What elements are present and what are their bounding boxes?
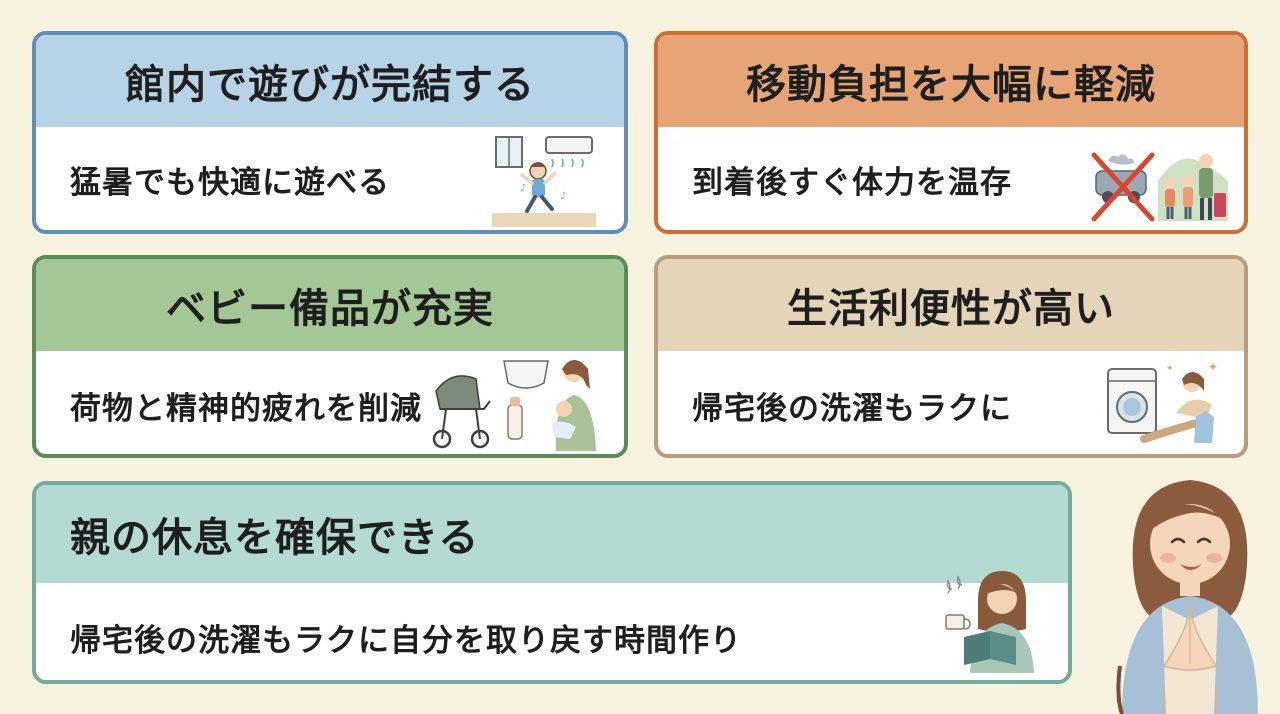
card-text: 荷物と精神的疲れを削減: [70, 391, 422, 427]
card-parent-rest: 親の休息を確保できる 帰宅後の洗濯もラクに自分を取り戻す時間作り: [32, 481, 1072, 684]
child-playing-indoors-aircon-icon: ♪ ♪: [492, 136, 596, 227]
card-text: 帰宅後の洗濯もラクに: [692, 391, 1012, 427]
baby-stroller-diaper-bottle-icon: [432, 360, 596, 451]
smiling-mother-icon: [1116, 480, 1258, 714]
card-indoor-play: 館内で遊びが完結する 猛暑でも快適に遊べる ♪ ♪: [32, 31, 628, 234]
svg-text:✦: ✦: [1208, 360, 1218, 374]
washing-machine-relax-icon: ✦ ✦: [1107, 360, 1218, 443]
svg-text:✦: ✦: [1166, 364, 1174, 374]
card-text: 到着後すぐ体力を温存: [692, 165, 1012, 201]
svg-text:♪: ♪: [560, 191, 566, 202]
card-travel-burden: 移動負担を大幅に軽減 到着後すぐ体力を温存: [654, 31, 1248, 234]
card-title: 生活利便性が高い: [658, 259, 1244, 351]
card-title: 親の休息を確保できる: [36, 485, 1068, 583]
card-convenience: 生活利便性が高い 帰宅後の洗濯もラクに ✦ ✦: [654, 255, 1248, 458]
card-text: 猛暑でも快適に遊べる: [70, 165, 390, 201]
svg-text:♪: ♪: [520, 183, 526, 194]
card-body: 猛暑でも快適に遊べる ♪ ♪: [36, 127, 624, 230]
card-baby-goods: ベビー備品が充実 荷物と精神的疲れを削減: [32, 255, 628, 458]
card-body: 帰宅後の洗濯もラクに ✦ ✦: [658, 351, 1244, 454]
card-title: 移動負担を大幅に軽減: [658, 35, 1244, 127]
card-text: 帰宅後の洗濯もラクに自分を取り戻す時間作り: [70, 623, 742, 659]
family-no-car-travel-icon: [1091, 152, 1228, 222]
card-body: 荷物と精神的疲れを削減: [36, 351, 624, 454]
card-body: 帰宅後の洗濯もラクに自分を取り戻す時間作り: [36, 571, 1068, 680]
card-title: ベビー備品が充実: [36, 259, 624, 351]
card-title: 館内で遊びが完結する: [36, 35, 624, 127]
mother-reading-tea-icon: [945, 571, 1034, 673]
card-body: 到着後すぐ体力を温存: [658, 127, 1244, 230]
